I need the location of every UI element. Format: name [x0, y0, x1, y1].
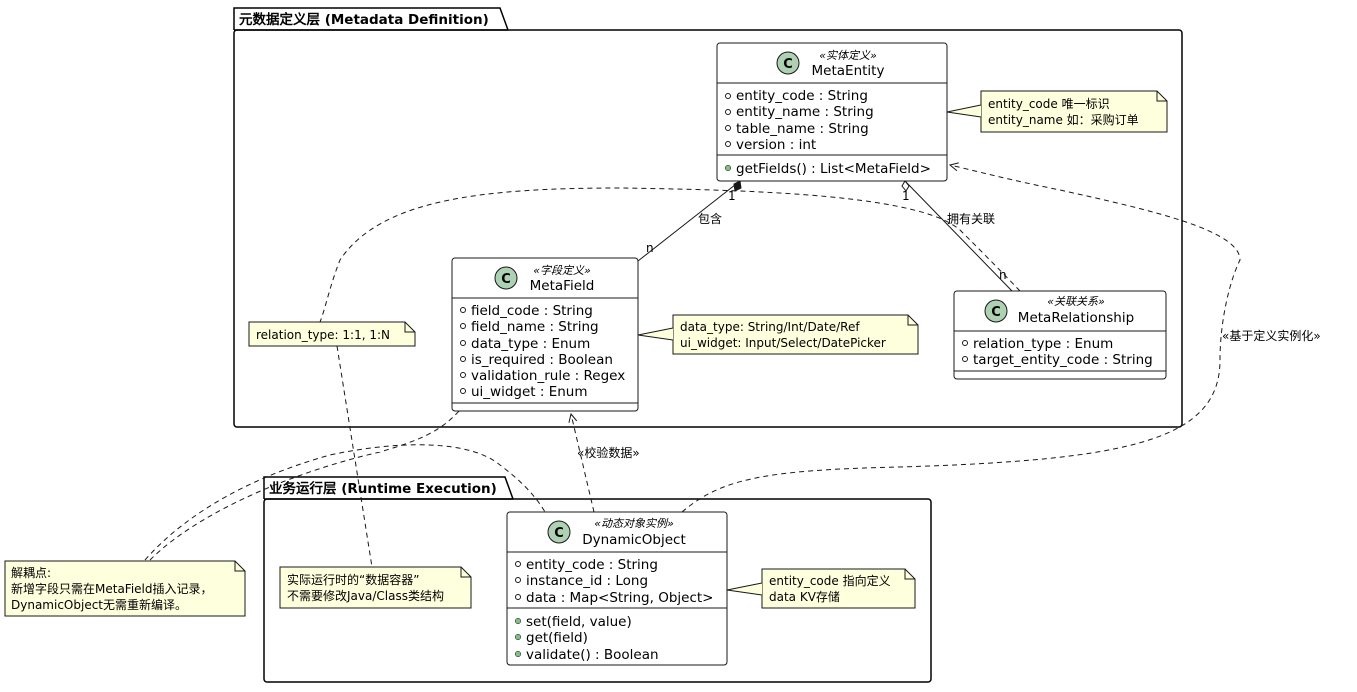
package-runtime: 业务运行层 (Runtime Execution): [263, 476, 932, 683]
link-relation-note: [319, 187, 1021, 323]
dynamic-object-methods: set(field, value) get(field) validate() …: [514, 614, 659, 663]
note-line: DynamicObject无需重新编译。: [11, 597, 187, 612]
link-instantiate[interactable]: [681, 165, 1241, 513]
method: validate() : Boolean: [526, 647, 659, 663]
attribute: target_entity_code : String: [973, 352, 1153, 368]
contains-card-from: 1: [728, 189, 736, 203]
note-line: 不需要修改Java/Class类结构: [287, 588, 444, 603]
aggregation-diamond-icon: [901, 180, 910, 192]
links: [144, 165, 1241, 568]
link-validate[interactable]: [571, 414, 595, 513]
note-line: 新增字段只需在MetaField插入记录，: [11, 581, 213, 596]
class-icon: [547, 520, 571, 544]
link-decoupling-note-2: [149, 409, 461, 561]
has-relation-card-from: 1: [902, 189, 910, 203]
link-relation-note-down: [336, 345, 373, 568]
class-meta-entity[interactable]: C «实体定义» MetaEntity entity_code : String…: [716, 42, 948, 182]
validate-label: «校验数据»: [577, 445, 640, 460]
class-icon: [494, 266, 518, 290]
class-icon-letter: C: [501, 272, 511, 287]
method: getFields() : List<MetaField>: [736, 161, 931, 177]
meta-relationship-stereotype: «关联关系»: [1047, 295, 1105, 308]
meta-relationship-attributes: relation_type : Enum target_entity_code …: [962, 336, 1153, 368]
meta-relationship-name: MetaRelationship: [1018, 310, 1134, 326]
attribute: validation_rule : Regex: [471, 368, 625, 384]
meta-entity-stereotype: «实体定义»: [819, 49, 877, 62]
instantiate-label: «基于定义实例化»: [1222, 328, 1321, 343]
attribute: ui_widget : Enum: [471, 384, 588, 400]
note-line: ui_widget: Input/Select/DatePicker: [680, 336, 886, 350]
class-icon: [776, 51, 800, 75]
attribute: entity_code : String: [736, 88, 868, 104]
class-icon-letter: C: [554, 526, 564, 541]
link-decoupling-note: [144, 444, 546, 561]
note-line: entity_name 如：采购订单: [988, 112, 1139, 127]
class-icon-letter: C: [783, 57, 793, 72]
note-decoupling: 解耦点: 新增字段只需在MetaField插入记录， DynamicObject…: [4, 560, 246, 617]
class-meta-field[interactable]: C «字段定义» MetaField field_code : String f…: [451, 257, 639, 412]
package-runtime-title: 业务运行层 (Runtime Execution): [269, 480, 497, 497]
class-meta-relationship[interactable]: C «关联关系» MetaRelationship relation_type …: [953, 290, 1167, 380]
package-metadata-title: 元数据定义层 (Metadata Definition): [239, 11, 489, 28]
meta-field-stereotype: «字段定义»: [533, 264, 591, 277]
meta-field-name: MetaField: [530, 278, 595, 294]
link-labels: 包含 1 n 拥有关联 1 n «校验数据» «基于定义实例化»: [577, 189, 1321, 460]
class-dynamic-object[interactable]: C «动态对象实例» DynamicObject entity_code : S…: [506, 511, 728, 666]
attribute: data : Map<String, Object>: [526, 590, 714, 606]
has-relation-label: 拥有关联: [947, 212, 995, 226]
meta-field-attributes: field_code : String field_name : String …: [460, 303, 625, 400]
note-line: data_type: String/Int/Date/Ref: [680, 320, 860, 334]
dynamic-object-attributes: entity_code : String instance_id : Long …: [515, 557, 714, 606]
method: get(field): [526, 630, 588, 646]
has-relation-card-to: n: [999, 268, 1007, 282]
package-metadata: 元数据定义层 (Metadata Definition): [233, 7, 1183, 428]
class-icon: [984, 299, 1008, 323]
class-icon-letter: C: [991, 305, 1001, 320]
note-line: entity_code 指向定义: [769, 573, 891, 588]
link-has-relation: [904, 180, 1013, 292]
note-relation: relation_type: 1:1, 1:N: [248, 321, 416, 347]
attribute: field_code : String: [471, 303, 593, 319]
meta-entity-name: MetaEntity: [812, 63, 885, 79]
attribute: relation_type : Enum: [973, 336, 1113, 352]
note-line: 解耦点:: [11, 566, 51, 580]
attribute: data_type : Enum: [471, 336, 590, 352]
note-entity: entity_code 唯一标识 entity_name 如：采购订单: [946, 90, 1168, 133]
attribute: is_required : Boolean: [471, 352, 613, 368]
dynamic-object-stereotype: «动态对象实例»: [594, 517, 674, 530]
contains-label: 包含: [698, 211, 722, 226]
dynamic-object-name: DynamicObject: [582, 532, 686, 548]
attribute: instance_id : Long: [526, 573, 648, 589]
note-line: data KV存储: [769, 589, 840, 604]
contains-card-to: n: [646, 241, 654, 255]
meta-entity-attributes: entity_code : String entity_name : Strin…: [725, 88, 874, 153]
note-container: 实际运行时的“数据容器” 不需要修改Java/Class类结构: [279, 566, 472, 609]
attribute: entity_code : String: [526, 557, 658, 573]
attribute: version : int: [736, 137, 816, 153]
note-line: 实际运行时的“数据容器”: [287, 572, 419, 587]
note-line: entity_code 唯一标识: [988, 97, 1110, 111]
note-line: relation_type: 1:1, 1:N: [256, 328, 390, 342]
meta-entity-methods: getFields() : List<MetaField>: [724, 161, 931, 177]
note-field: data_type: String/Int/Date/Ref ui_widget…: [637, 314, 919, 355]
attribute: entity_name : String: [736, 104, 874, 120]
note-object: entity_code 指向定义 data KV存储: [726, 568, 916, 609]
link-contains: [637, 180, 741, 262]
method: set(field, value): [526, 614, 632, 630]
attribute: field_name : String: [471, 319, 599, 335]
attribute: table_name : String: [736, 121, 869, 137]
